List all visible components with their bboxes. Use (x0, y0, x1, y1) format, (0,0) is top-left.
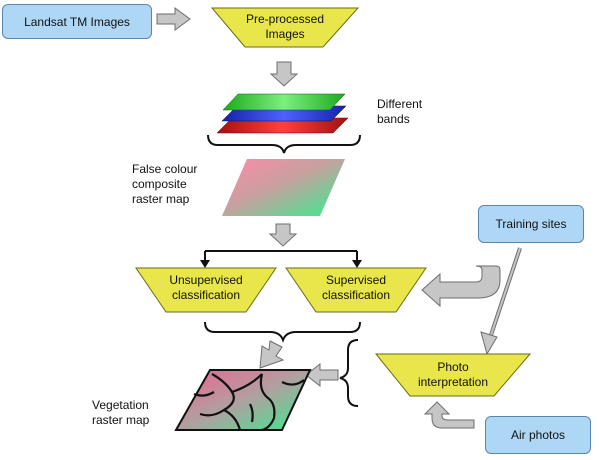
arrow-classification-to-vegetation (259, 340, 285, 369)
arrow-training-to-photo (480, 247, 522, 356)
arrow-photo-to-vegetation (305, 362, 339, 388)
different-bands-line-1: Different (377, 97, 423, 111)
unsupervised-line-2: classification (171, 288, 241, 302)
false-colour-line-2: composite (132, 177, 187, 191)
split-arrowhead-right (352, 260, 362, 268)
arrow-training-to-supervised (421, 265, 501, 308)
photo-interpretation-label: Photo interpretation (398, 360, 508, 390)
different-bands-line-2: bands (377, 112, 410, 126)
preprocessed-images-label: Pre-processed Images (230, 12, 340, 42)
vegetation-line-1: Vegetation (92, 398, 149, 412)
photo-line-2: interpretation (417, 375, 489, 389)
supervised-line-2: classification (321, 288, 391, 302)
false-colour-composite-label: False colour composite raster map (132, 162, 197, 207)
air-photos-box: Air photos (485, 416, 591, 454)
classifications-brace (204, 321, 361, 343)
landsat-tm-images-label: Landsat TM Images (24, 14, 130, 29)
bands-brace (207, 134, 361, 154)
vegetation-raster-map-label: Vegetation raster map (92, 398, 149, 428)
split-arrowhead-left (200, 260, 210, 268)
arrow-landsat-to-preprocessed (156, 7, 191, 31)
false-colour-line-1: False colour (132, 162, 198, 176)
vegetation-line-2: raster map (92, 413, 150, 427)
supervised-classification-trapezoid (285, 267, 427, 313)
false-colour-composite-map (222, 159, 345, 216)
preprocessed-line-1: Pre-processed (245, 12, 325, 26)
training-sites-label: Training sites (495, 217, 567, 231)
preprocessed-line-2: Images (265, 27, 305, 41)
vegetation-raster-map (174, 369, 312, 432)
unsupervised-classification-label: Unsupervised classification (151, 273, 261, 303)
split-connector (204, 250, 358, 262)
air-photos-label: Air photos (510, 428, 566, 442)
arrow-preprocessed-to-bands (269, 61, 299, 87)
unsupervised-line-1: Unsupervised (169, 273, 243, 287)
supervised-line-1: Supervised (325, 273, 387, 287)
supervised-classification-label: Supervised classification (301, 273, 411, 303)
different-bands-label: Different bands (377, 97, 422, 127)
photo-interpretation-trapezoid (374, 353, 532, 397)
unsupervised-classification-trapezoid (135, 267, 277, 313)
training-sites-box: Training sites (478, 205, 584, 243)
band-green (222, 93, 346, 111)
arrow-airphotos-to-photo (423, 401, 475, 429)
photo-side-brace (339, 339, 359, 407)
photo-line-1: Photo (437, 360, 469, 374)
landsat-tm-images-box: Landsat TM Images (2, 4, 152, 39)
arrow-composite-to-split (268, 223, 298, 247)
preprocessed-images-trapezoid (210, 7, 360, 48)
different-bands-stack (216, 93, 349, 134)
false-colour-line-3: raster map (132, 192, 190, 206)
